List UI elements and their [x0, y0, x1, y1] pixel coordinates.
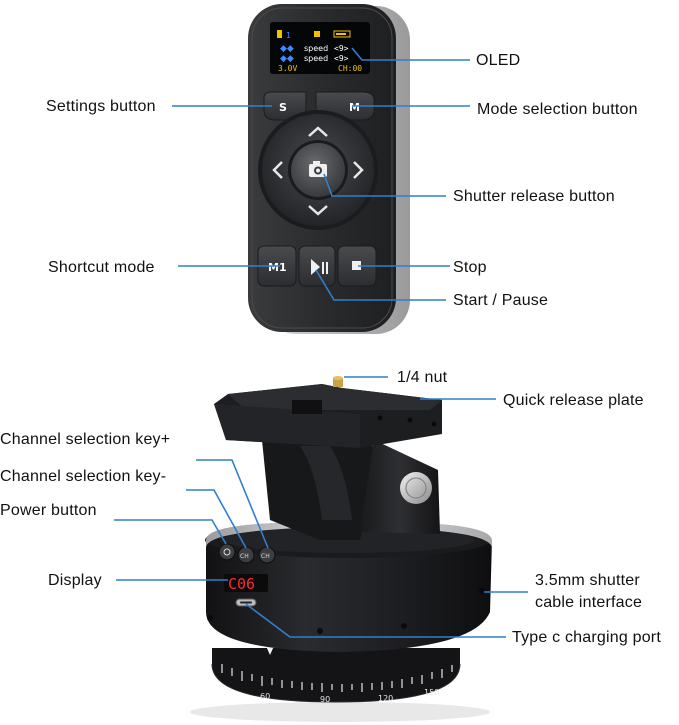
- label-stop: Stop: [453, 259, 487, 276]
- leader-lines: [114, 47, 528, 638]
- pan-tilt-head: 60 90 120 150 CH: [190, 376, 492, 722]
- oled-voltage: 3.0V: [278, 64, 297, 73]
- oled-row2-value: <9>: [334, 44, 349, 53]
- oled-channel-readout: CH:00: [338, 64, 362, 73]
- label-display: Display: [48, 572, 102, 589]
- scale-tick-150: 150: [424, 688, 439, 697]
- scale-tick-120: 120: [378, 694, 393, 703]
- label-oled: OLED: [476, 52, 521, 69]
- quarter-inch-screw: [333, 376, 343, 387]
- down-arrow-icon: [308, 205, 328, 216]
- label-settings-button: Settings button: [46, 98, 156, 115]
- leader-shutter: [323, 173, 446, 197]
- leader-start-pause: [315, 269, 446, 301]
- angle-scale-ring: 60 90 120 150: [211, 646, 461, 704]
- oled-row3-label: speed: [304, 54, 328, 63]
- leader-power: [114, 519, 227, 545]
- shortcut-key-label: M1: [268, 261, 287, 274]
- label-mode-selection-button: Mode selection button: [477, 101, 638, 118]
- label-quick-release-plate: Quick release plate: [503, 392, 644, 409]
- label-shutter-cable-line2: cable interface: [535, 594, 643, 611]
- label-quarter-nut: 1/4 nut: [397, 369, 448, 386]
- label-shutter-cable-line1: 3.5mm shutter: [535, 572, 640, 589]
- left-arrow-icon: [272, 161, 283, 179]
- camera-icon: [309, 161, 327, 177]
- motor-base: CH CH C06: [205, 521, 492, 652]
- tilt-yoke: [262, 430, 440, 540]
- leader-channel-minus: [186, 489, 247, 549]
- channel-plus-key: CH: [258, 546, 276, 564]
- label-start-pause: Start / Pause: [453, 292, 549, 309]
- right-arrow-icon: [353, 161, 364, 179]
- oled-row1-channel: 1: [286, 31, 291, 40]
- quick-release-plate: [214, 384, 442, 448]
- power-key: [218, 543, 236, 561]
- shutter-cable-jack: [479, 588, 485, 594]
- led-display: C06: [224, 574, 268, 593]
- svg-text:◆◆: ◆◆: [280, 54, 294, 64]
- settings-key-label: S: [279, 101, 287, 114]
- scale-tick-60: 60: [260, 692, 270, 701]
- label-power-button: Power button: [0, 502, 97, 519]
- scale-pointer-icon: [266, 646, 274, 655]
- power-icon: [223, 548, 231, 556]
- channel-plus-key-label: CH: [261, 553, 270, 560]
- display-value: C06: [228, 575, 255, 593]
- channel-minus-key: CH: [237, 546, 255, 564]
- oled-row3-value: <9>: [334, 54, 349, 63]
- svg-text:◆◆: ◆◆: [280, 44, 294, 54]
- stop-icon: [352, 261, 361, 270]
- label-channel-selection-plus: Channel selection key+: [0, 431, 171, 448]
- play-pause-icon: [311, 259, 320, 275]
- leader-channel-plus: [196, 459, 269, 549]
- tilt-lock-knob: [400, 472, 432, 504]
- channel-minus-key-label: CH: [240, 553, 249, 560]
- direction-pad: [258, 110, 378, 230]
- leader-oled: [351, 47, 470, 61]
- up-arrow-icon: [308, 126, 328, 137]
- oled-row2-label: speed: [304, 44, 328, 53]
- label-channel-selection-minus: Channel selection key-: [0, 468, 167, 485]
- mode-key-label: M: [349, 101, 360, 114]
- start-pause-key: [298, 245, 336, 287]
- scale-tick-90: 90: [320, 695, 330, 704]
- leader-type-c: [245, 603, 506, 638]
- label-type-c-charging-port: Type c charging port: [512, 629, 661, 646]
- label-shutter-release-button: Shutter release button: [453, 188, 615, 205]
- remote-control: 1 ◆◆ speed <9> ◆◆ speed <9> 3.0V CH:00 S…: [248, 4, 410, 334]
- label-shortcut-mode: Shortcut mode: [48, 259, 155, 276]
- oled-screen: 1 ◆◆ speed <9> ◆◆ speed <9> 3.0V CH:00: [270, 22, 370, 74]
